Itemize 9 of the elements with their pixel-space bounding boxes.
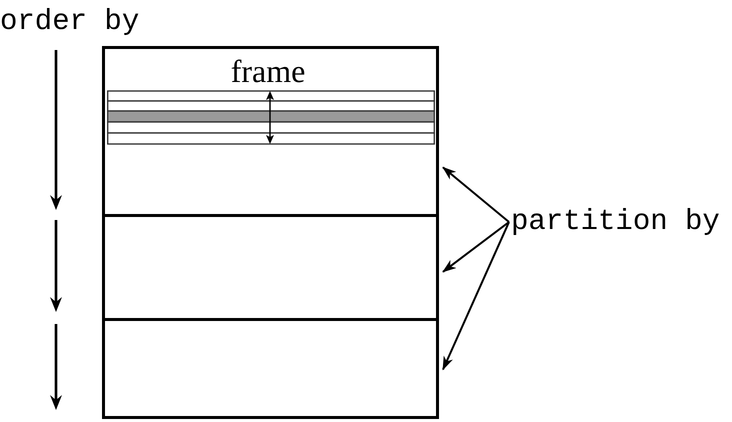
keyword-label: partition by <box>511 206 720 238</box>
partition-box <box>102 214 439 321</box>
frame-label: frame <box>230 55 306 87</box>
arrow <box>442 222 510 370</box>
partition-box <box>102 318 439 419</box>
partition-box <box>102 46 439 217</box>
arrow <box>442 166 510 223</box>
keyword-label: order by <box>0 6 140 38</box>
arrow <box>442 221 510 273</box>
